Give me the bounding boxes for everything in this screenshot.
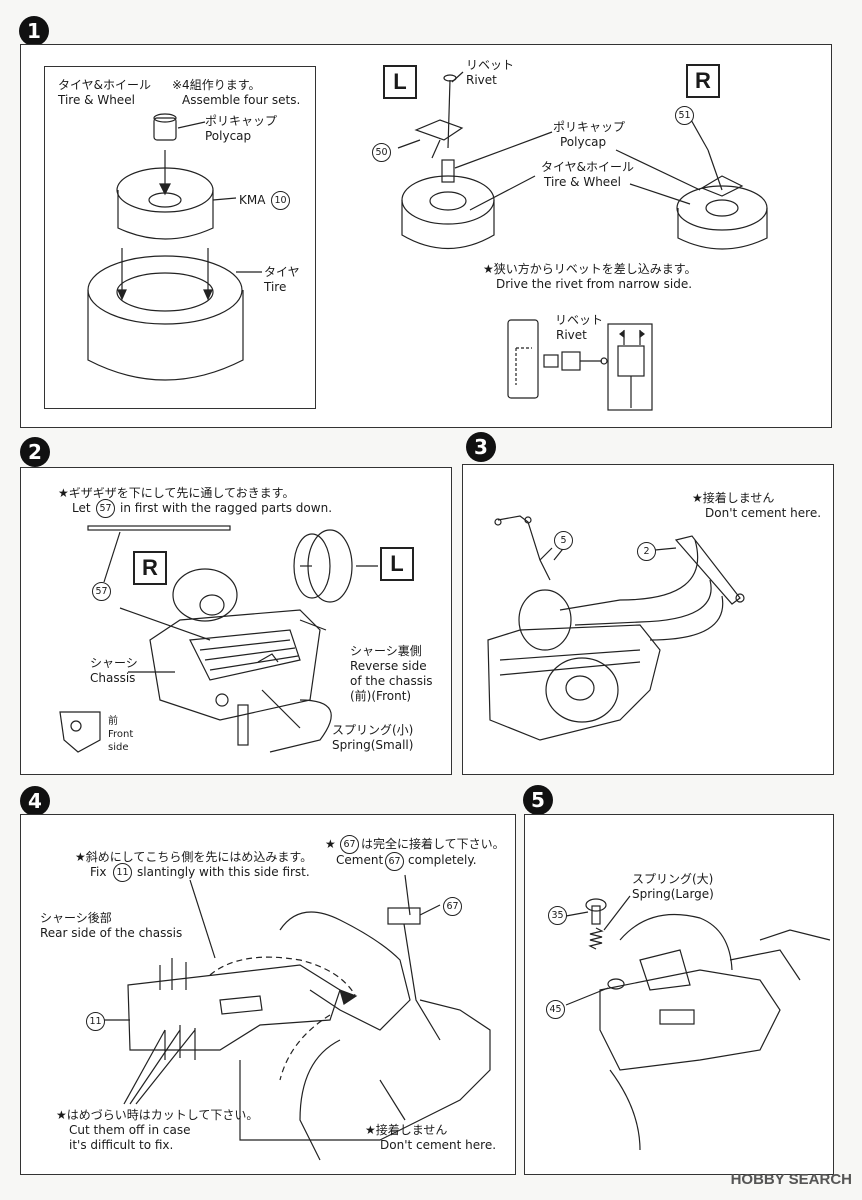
rivet-label-jp: リベット [466, 58, 515, 72]
step4-no-cement-jp: ★接着しません [365, 1123, 448, 1137]
part-number-11-note: 11 [113, 863, 132, 882]
front-side-en2: side [108, 742, 129, 753]
front-side-jp: 前 [108, 716, 118, 727]
polycap2-label-jp: ポリキャップ [553, 120, 626, 134]
step3-no-cement-en: Don't cement here. [705, 506, 822, 520]
step2-note-jp: ★ギザギザを下にして先に通しておきます。 [58, 486, 295, 500]
part-number-45: 45 [546, 1000, 565, 1019]
step-2-number: 2 [20, 437, 50, 467]
kma-label: KMA [239, 193, 266, 207]
cement-note-star: ★ [325, 837, 336, 851]
left-side-badge: L [383, 65, 417, 99]
chassis-label-en: Chassis [90, 671, 136, 685]
step-4-panel [20, 814, 516, 1175]
cut-note-en2: it's difficult to fix. [69, 1138, 174, 1152]
tire-wheel-label-en: Tire & Wheel [58, 93, 135, 107]
part-number-35: 35 [548, 906, 567, 925]
step2-note-en-b: in first with the ragged parts down. [120, 501, 333, 515]
spring-small-jp: スプリング(小) [332, 723, 414, 737]
part-number-67-note: 67 [340, 835, 359, 854]
step4-no-cement-en: Don't cement here. [380, 1138, 497, 1152]
front-side-en1: Front [108, 729, 134, 740]
step3-no-cement-jp: ★接着しません [692, 491, 775, 505]
rivet-note-jp: ★狭い方からリベットを差し込みます。 [483, 262, 697, 276]
rear-chassis-jp: シャーシ後部 [40, 911, 112, 925]
four-sets-note-en: Assemble four sets. [182, 93, 301, 107]
fix-note-en-b: slantingly with this side first. [137, 865, 310, 879]
part-number-50: 50 [372, 143, 391, 162]
reverse-side-en2: of the chassis [350, 674, 433, 688]
chassis-label-jp: シャーシ [90, 656, 138, 670]
fix-note-jp: ★斜めにしてこちら側を先にはめ込みます。 [75, 850, 313, 864]
cut-note-jp: ★はめづらい時はカットして下さい。 [56, 1108, 259, 1122]
step-1-number: 1 [19, 16, 49, 46]
step2-right-badge: R [133, 551, 167, 585]
rivet3-label-jp: リベット [555, 313, 604, 327]
step-5-number: 5 [523, 785, 553, 815]
spring-large-jp: スプリング(大) [632, 872, 714, 886]
step-4-number: 4 [20, 786, 50, 816]
polycap-label-jp: ポリキャップ [205, 114, 278, 128]
part-number-10: 10 [271, 191, 290, 210]
part-number-51: 51 [675, 106, 694, 125]
part-number-5: 5 [554, 531, 573, 550]
step-3-panel [462, 464, 834, 775]
spring-large-en: Spring(Large) [632, 887, 714, 901]
cement-note-en-a: Cement [336, 853, 384, 867]
reverse-side-en1: Reverse side [350, 659, 427, 673]
tire-wheel-label-jp: タイヤ&ホイール [58, 78, 151, 92]
fix-note-en-a: Fix [90, 865, 107, 879]
rivet-note-en: Drive the rivet from narrow side. [496, 277, 693, 291]
part-number-57-note: 57 [96, 499, 115, 518]
step2-left-badge: L [380, 547, 414, 581]
rivet-label-en: Rivet [466, 73, 497, 87]
polycap2-label-en: Polycap [560, 135, 607, 149]
reverse-side-jp: シャーシ裏側 [350, 644, 422, 658]
right-side-badge: R [686, 64, 720, 98]
watermark-logo: HOBBY SEARCH [730, 1171, 852, 1188]
part-number-2: 2 [637, 542, 656, 561]
reverse-side-en3: (前)(Front) [350, 689, 412, 703]
rivet3-label-en: Rivet [556, 328, 587, 342]
cement-note-jp: は完全に接着して下さい。 [361, 837, 505, 851]
part-number-11: 11 [86, 1012, 105, 1031]
polycap-label-en: Polycap [205, 129, 252, 143]
part-number-67-note2: 67 [385, 852, 404, 871]
step-5-panel [524, 814, 834, 1175]
tire-label-jp: タイヤ [264, 265, 300, 279]
four-sets-note-jp: ※4組作ります。 [172, 78, 261, 92]
rear-chassis-en: Rear side of the chassis [40, 926, 183, 940]
cut-note-en1: Cut them off in case [69, 1123, 191, 1137]
spring-small-en: Spring(Small) [332, 738, 414, 752]
step-3-number: 3 [466, 432, 496, 462]
part-number-67: 67 [443, 897, 462, 916]
tire-label-en: Tire [264, 280, 287, 294]
tire-wheel2-label-en: Tire & Wheel [544, 175, 621, 189]
step-2-panel [20, 467, 452, 775]
part-number-57: 57 [92, 582, 111, 601]
tire-wheel2-label-jp: タイヤ&ホイール [541, 160, 634, 174]
cement-note-en-b: completely. [408, 853, 477, 867]
step2-note-en-a: Let [72, 501, 91, 515]
